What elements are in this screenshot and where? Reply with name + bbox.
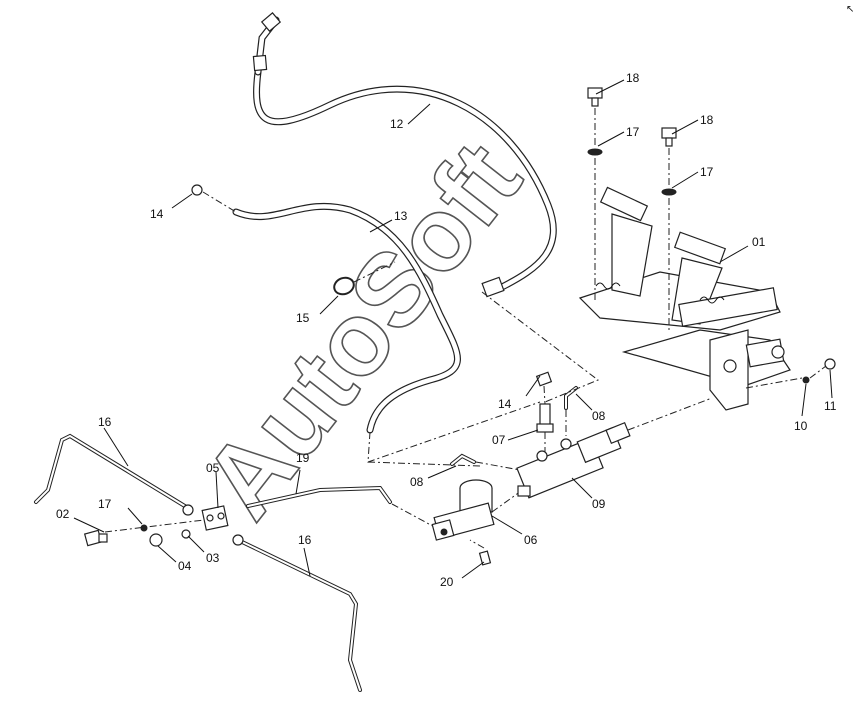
washer-17-lower: [140, 524, 148, 532]
nut-11: [745, 358, 836, 389]
washer-17-upper-left: [587, 148, 603, 156]
leader-lines: [73, 79, 833, 579]
washer-10: [802, 376, 810, 384]
washer-17-upper-right: [661, 188, 677, 196]
label-06: 06: [524, 533, 538, 547]
fitting-07: [536, 403, 554, 452]
pipe-16-lower: [232, 534, 362, 692]
label-14-left: 14: [150, 207, 164, 221]
label-04: 04: [178, 559, 192, 573]
label-10: 10: [794, 419, 808, 433]
label-02: 02: [56, 507, 70, 521]
label-17-lower: 17: [98, 497, 112, 511]
label-11: 11: [824, 399, 837, 413]
bolt-18-right: [661, 127, 677, 330]
pedal-assembly-01: [578, 186, 791, 411]
label-01: 01: [752, 235, 766, 249]
banjo-04: [149, 533, 163, 547]
label-08-right: 08: [592, 409, 606, 423]
elbow-08-left: [450, 453, 521, 471]
master-cylinder-06: [431, 479, 529, 541]
nut-14-center: [535, 371, 553, 405]
label-12: 12: [390, 117, 404, 131]
part-labels: 01 02 03 04 05 06 07 08 08 09 10 11 12 1…: [56, 71, 837, 589]
label-16-lower: 16: [298, 533, 312, 547]
clamp-15: [333, 261, 396, 296]
bolt-20: [469, 539, 492, 566]
label-17-upper-right: 17: [700, 165, 714, 179]
hose-12: [252, 12, 557, 298]
label-20: 20: [440, 575, 454, 589]
label-18-left: 18: [626, 71, 640, 85]
hose-13: [191, 184, 461, 434]
junction-block-05: [104, 505, 229, 533]
bolt-18-left: [587, 87, 603, 300]
pipe-16-upper: [34, 433, 194, 516]
label-19: 19: [296, 451, 310, 465]
cylinder-09: [516, 397, 713, 499]
label-13: 13: [394, 209, 408, 223]
label-03: 03: [206, 551, 220, 565]
label-17-upper-left: 17: [626, 125, 640, 139]
label-15: 15: [296, 311, 310, 325]
label-18-right: 18: [700, 113, 714, 127]
label-08-left: 08: [410, 475, 424, 489]
corner-mark: ↖: [846, 4, 854, 15]
bolt-02: [83, 529, 108, 547]
label-05: 05: [206, 461, 220, 475]
watermark: AutoSoft: [182, 122, 544, 539]
label-07: 07: [492, 433, 506, 447]
routing-lines: [367, 291, 599, 467]
elbow-08-right: [564, 386, 578, 436]
label-09: 09: [592, 497, 606, 511]
label-16-upper: 16: [98, 415, 112, 429]
label-14-center: 14: [498, 397, 512, 411]
